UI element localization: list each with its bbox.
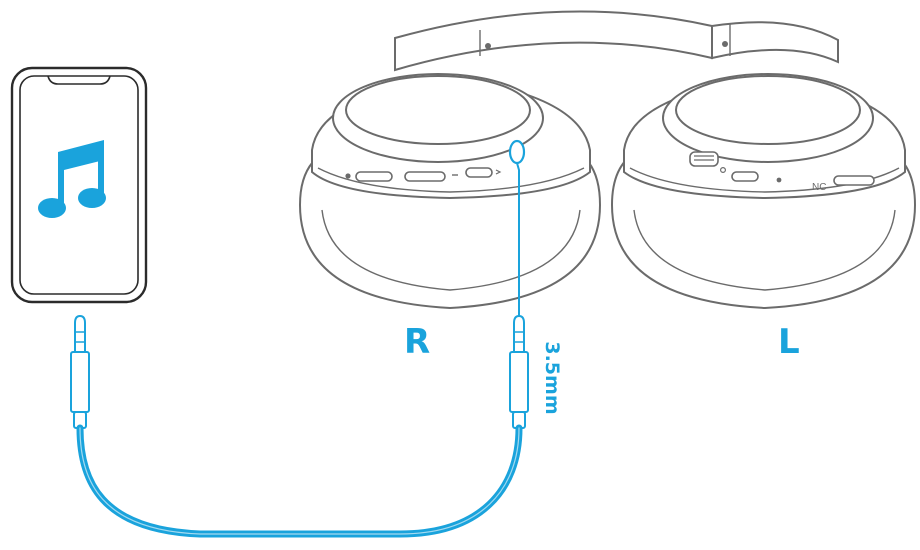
usb-port: [689, 151, 719, 167]
music-note-icon: [38, 140, 106, 218]
volume-button: [404, 171, 446, 182]
left-ear-label: L: [778, 322, 800, 362]
power-button: [355, 171, 393, 182]
phone: [10, 66, 148, 304]
aux-cable: [70, 162, 529, 538]
play-button: [465, 167, 493, 178]
left-earcup: [610, 73, 917, 310]
right-ear-label: R: [404, 322, 431, 362]
jack-size-label: 3.5mm: [541, 341, 563, 415]
nc-marking: NC: [812, 182, 826, 193]
aux-port: [508, 139, 526, 165]
right-plug: [509, 314, 529, 429]
led-indicator: [345, 173, 351, 179]
headband: [394, 10, 839, 72]
nc-button: [833, 175, 875, 186]
left-plug: [70, 314, 90, 429]
right-earcup: [298, 73, 602, 310]
